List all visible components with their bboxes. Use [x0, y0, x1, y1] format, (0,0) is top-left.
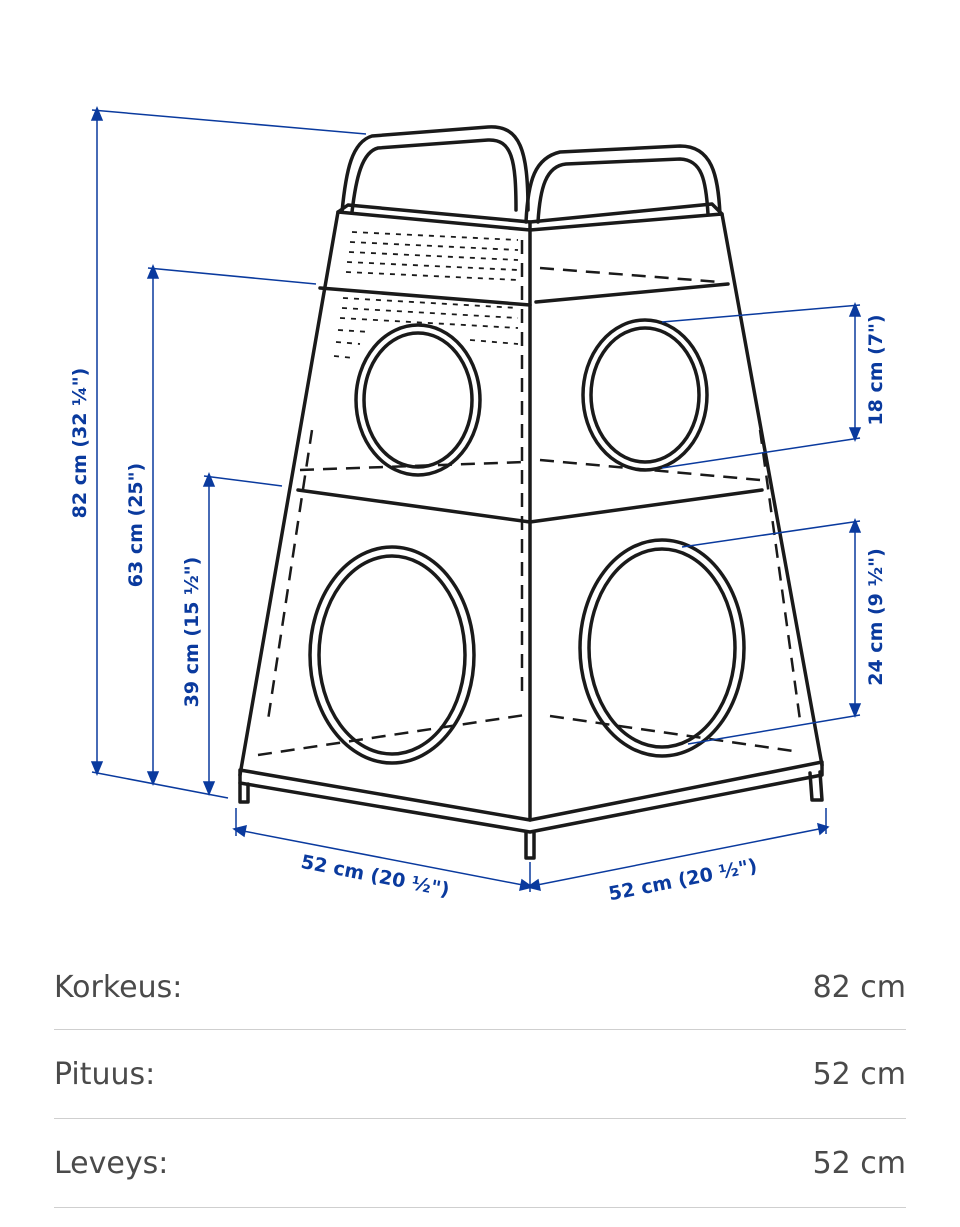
spec-label: Korkeus:	[54, 969, 183, 1005]
label-low-height: 39 cm (15 ½")	[181, 557, 203, 708]
label-mid-height: 63 cm (25")	[125, 463, 147, 587]
perforation-pattern	[333, 231, 519, 359]
label-lower-hole: 24 cm (9 ½")	[865, 548, 887, 686]
label-upper-hole: 18 cm (7")	[865, 314, 887, 425]
dimension-lines	[90, 106, 862, 892]
spec-value: 52 cm	[812, 1145, 906, 1181]
cat-house-drawing	[238, 125, 824, 860]
label-depth-right: 52 cm (20 ½")	[607, 855, 759, 905]
spec-row-width: Leveys: 52 cm	[54, 1119, 906, 1208]
dimension-spec-list: Korkeus: 82 cm Pituus: 52 cm Leveys: 52 …	[54, 945, 906, 1208]
hidden-edges	[257, 240, 802, 757]
spec-row-height: Korkeus: 82 cm	[54, 945, 906, 1030]
product-dimension-diagram: 82 cm (32 ¼") 63 cm (25") 39 cm (15 ½") …	[69, 106, 887, 905]
label-total-height: 82 cm (32 ¼")	[69, 368, 91, 519]
spec-value: 52 cm	[812, 1056, 906, 1092]
label-depth-left: 52 cm (20 ½")	[299, 851, 451, 901]
spec-row-length: Pituus: 52 cm	[54, 1030, 906, 1119]
spec-label: Pituus:	[54, 1056, 156, 1092]
spec-label: Leveys:	[54, 1145, 169, 1181]
spec-value: 82 cm	[812, 969, 906, 1005]
